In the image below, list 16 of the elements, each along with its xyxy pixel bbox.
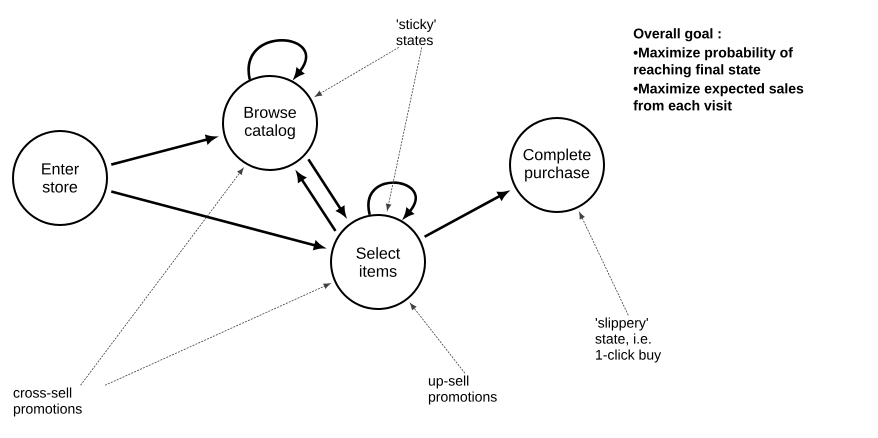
- arrow: [248, 39, 308, 80]
- annotation-text: 'slippery' state, i.e. 1-click buy: [595, 317, 662, 362]
- leader-arrow: [579, 212, 629, 316]
- annotation-text: 'sticky' states: [396, 18, 436, 46]
- leader-arrow: [104, 283, 330, 386]
- bullet-item: •Maximize expected sales from each visit: [633, 83, 804, 110]
- leader-arrow: [410, 303, 466, 374]
- arrow: [367, 181, 417, 218]
- arrow: [424, 191, 508, 238]
- arrow: [307, 158, 346, 216]
- bullet-item: •Maximize probability of reaching final state: [634, 47, 793, 78]
- annotation-text: up-sell promotions: [428, 375, 497, 404]
- goal-heading: Overall goal :: [634, 28, 721, 42]
- annotation-text: cross-sell promotions: [14, 387, 82, 416]
- leader-arrow: [315, 46, 400, 97]
- leader-arrow: [386, 46, 422, 211]
